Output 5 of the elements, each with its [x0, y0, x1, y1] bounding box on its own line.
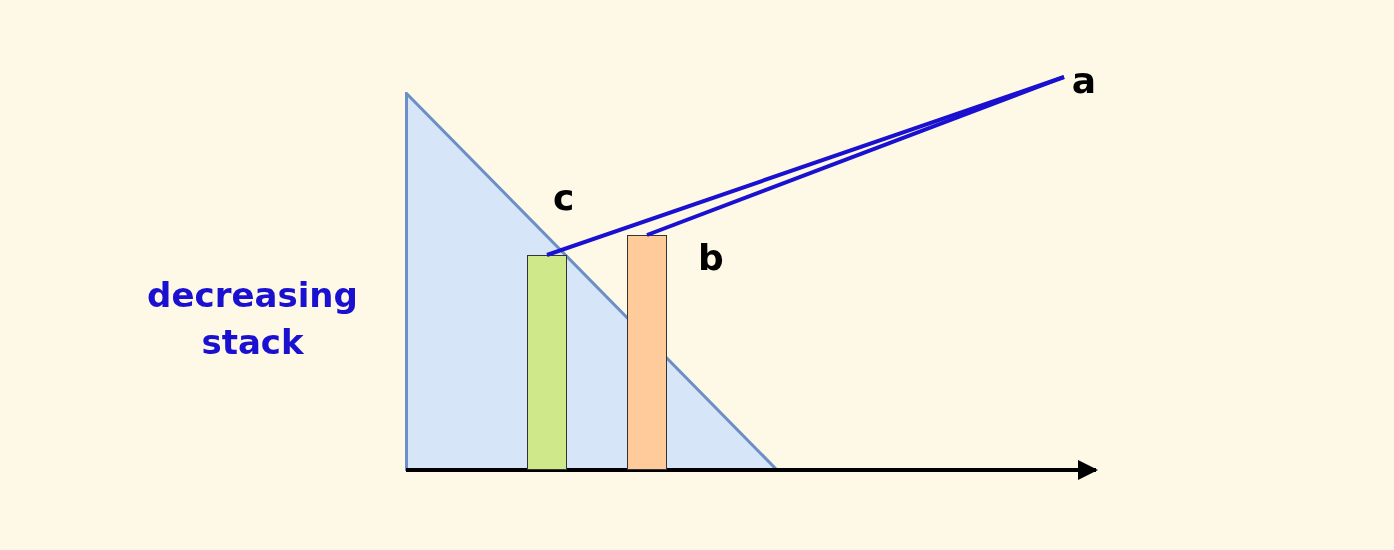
bar-label: c	[553, 180, 575, 216]
leader-line	[646, 75, 1065, 237]
point-label: a	[1064, 58, 1104, 104]
caption-text: decreasing stack	[146, 274, 359, 364]
bar-label: b	[698, 240, 724, 276]
